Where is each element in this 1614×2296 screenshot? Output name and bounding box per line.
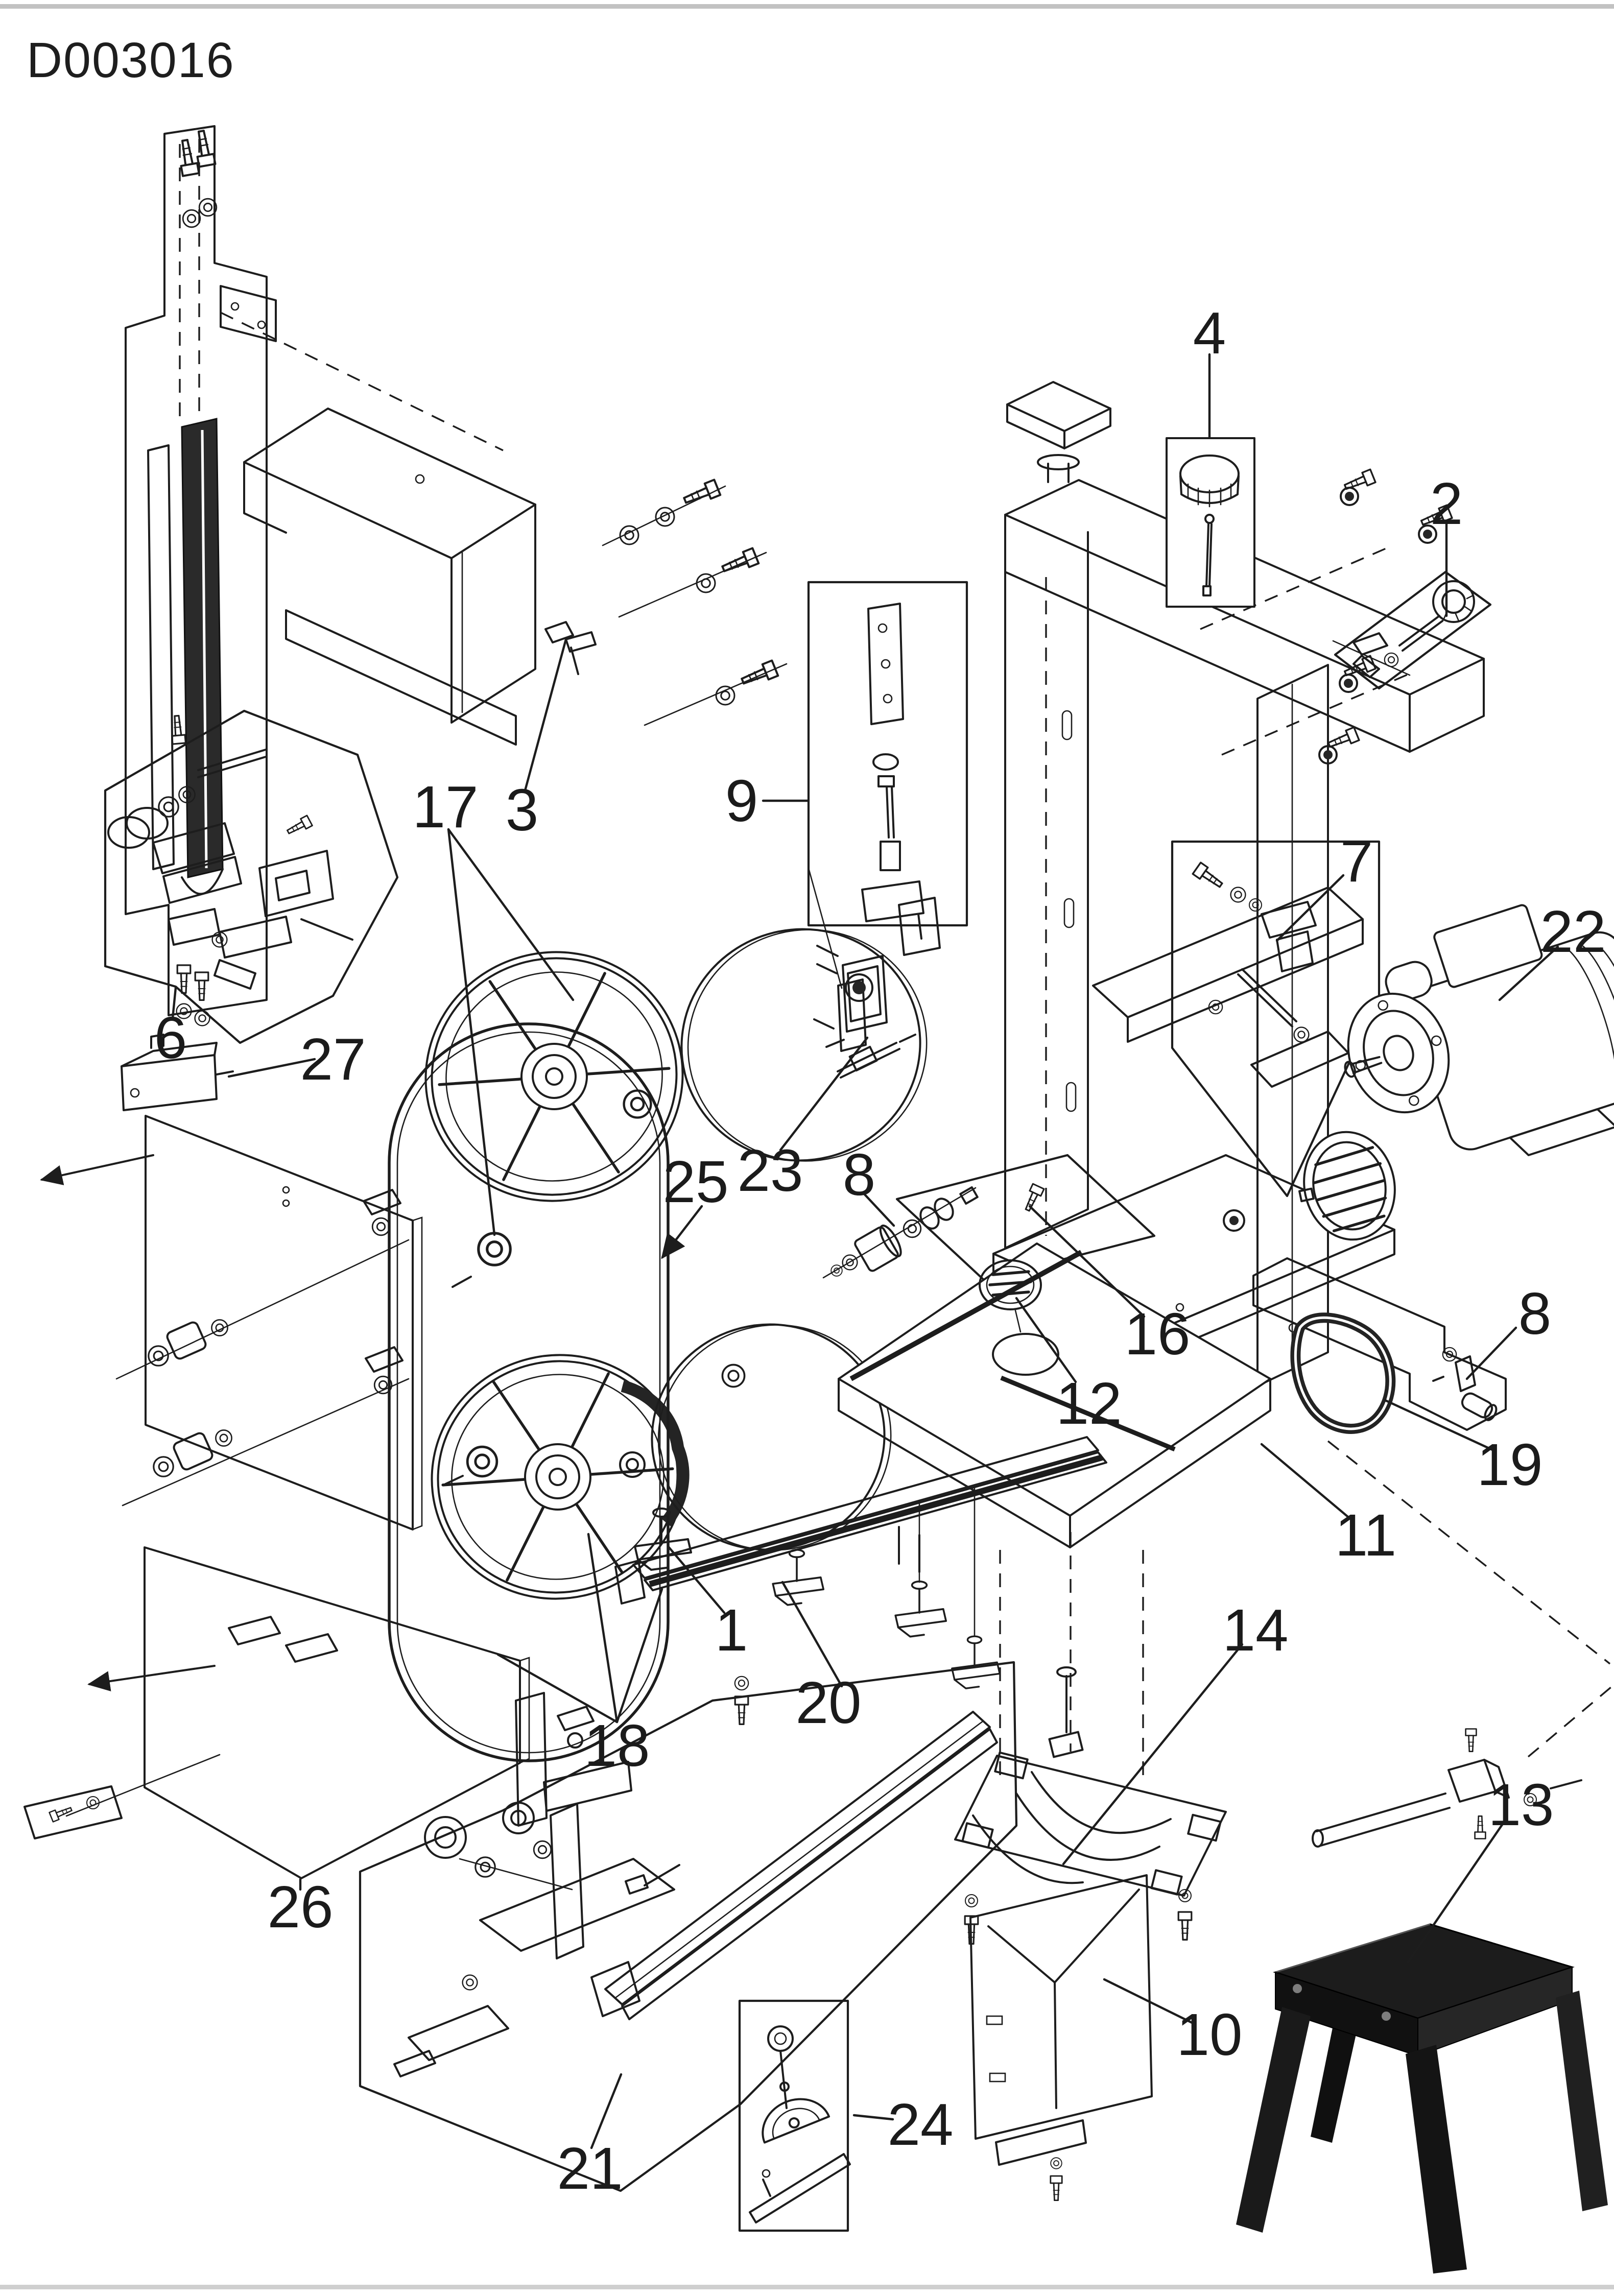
part-label-26: 26 — [267, 1874, 333, 1940]
leader-line-part-18 — [587, 1533, 619, 1724]
leader-line-part-17 — [447, 828, 496, 1236]
part-label-3: 3 — [506, 777, 539, 843]
lower-wheel — [431, 1354, 690, 1600]
saw-table — [838, 1242, 1271, 1777]
part-label-23: 23 — [737, 1137, 803, 1204]
leader-line-part-13 — [1407, 1816, 1508, 1964]
leader-line-part-7 — [1275, 874, 1345, 942]
part-label-4: 4 — [1193, 300, 1226, 366]
leader-line-part-25 — [661, 1205, 703, 1259]
leader-line-part-18 — [615, 1588, 663, 1724]
bearing-plate-2 — [1334, 570, 1492, 690]
bottom-rule — [0, 2285, 1614, 2289]
leader-line-part-12 — [1015, 1297, 1077, 1383]
part-label-11: 11 — [1335, 1502, 1396, 1568]
part-label-13: 13 — [1488, 1772, 1554, 1838]
part-label-7: 7 — [1340, 828, 1373, 894]
leader-line-part-10 — [1103, 1978, 1195, 2025]
leader-line-part-14 — [1062, 1643, 1244, 1865]
leader-line-part-11 — [1260, 1443, 1353, 1521]
lower-axle-hardware — [444, 1364, 746, 1485]
part-label-24: 24 — [887, 2091, 953, 2158]
leader-line-part-6 — [171, 986, 177, 1020]
guide-bearing-set-left — [822, 1154, 1156, 1281]
tension-knob-panel — [1166, 437, 1255, 608]
blade-guide-assembly-zone — [104, 709, 399, 1044]
upper-wheel-cover — [243, 408, 788, 746]
part-label-10: 10 — [1176, 2001, 1242, 2068]
drawing-number: D003016 — [27, 32, 235, 88]
leader-line-part-20 — [781, 1581, 843, 1688]
leader-line-part-19 — [1384, 1399, 1495, 1452]
leader-line-part-8 — [1465, 1326, 1517, 1380]
leader-line-part-27 — [227, 1058, 316, 1078]
part-label-25: 25 — [662, 1149, 728, 1215]
power-switch — [813, 945, 888, 1048]
leader-line-part-22 — [1498, 945, 1559, 1001]
leader-line-part-18 — [496, 1653, 619, 1724]
part-label-20: 20 — [795, 1669, 861, 1736]
part-label-19: 19 — [1477, 1431, 1542, 1498]
part-label-16: 16 — [1124, 1301, 1190, 1367]
part-label-2: 2 — [1430, 470, 1463, 537]
leader-line-part-24 — [852, 2114, 894, 2121]
switch-bracket-27 — [121, 1034, 234, 1111]
leader-line-part-23 — [779, 1036, 869, 1152]
leader-line-part-16 — [1028, 1205, 1146, 1318]
vent-grille — [1298, 1131, 1396, 1241]
tension-assembly-box — [807, 581, 968, 1052]
part-label-6: 6 — [154, 1004, 187, 1071]
part-label-12: 12 — [1056, 1370, 1122, 1437]
upper-door — [40, 1115, 423, 1530]
table-insert — [979, 1259, 1059, 1376]
leader-line-part-3 — [524, 638, 567, 792]
upper-axle-hardware — [452, 1034, 916, 1288]
part-label-14: 14 — [1222, 1597, 1288, 1663]
lower-door — [23, 1546, 632, 1879]
leader-line-part-8 — [863, 1192, 895, 1227]
part-label-8-7: 8 — [1518, 1280, 1552, 1347]
part-number-labels: 1234678891011121314161718192021222324252… — [154, 300, 1606, 2202]
leader-line-part-1 — [667, 1545, 726, 1614]
part-label-22: 22 — [1540, 898, 1606, 965]
part-label-18: 18 — [584, 1712, 650, 1779]
leader-line-part-21 — [590, 2073, 623, 2149]
dust-chute — [969, 1874, 1153, 2202]
table-rail — [614, 1436, 1107, 1725]
part-label-1: 1 — [715, 1597, 748, 1663]
part-label-27: 27 — [300, 1026, 366, 1092]
upper-wheel — [424, 951, 684, 1202]
leader-lines — [171, 353, 1559, 2149]
blade-guard-bracket-right — [1252, 1257, 1611, 1665]
upper-wheel-cover-disk — [680, 928, 928, 1162]
part-label-9: 9 — [725, 768, 758, 834]
leader-line-part-17 — [447, 828, 575, 1001]
tilt-shaft-block — [1312, 1686, 1612, 1848]
part-label-21: 21 — [557, 2135, 623, 2202]
part-label-8-6: 8 — [843, 1141, 876, 1208]
stand — [1236, 1923, 1608, 2274]
v-belt — [1290, 1312, 1396, 1434]
rip-fence-assembly — [359, 1661, 1018, 2192]
top-rule — [0, 4, 1614, 9]
miter-gauge-box — [738, 1999, 851, 2232]
trunnion-bracket — [954, 1666, 1227, 1945]
motor — [1298, 904, 1614, 1241]
blade-guide-post-plate — [125, 125, 504, 1026]
part-label-17: 17 — [412, 774, 478, 840]
